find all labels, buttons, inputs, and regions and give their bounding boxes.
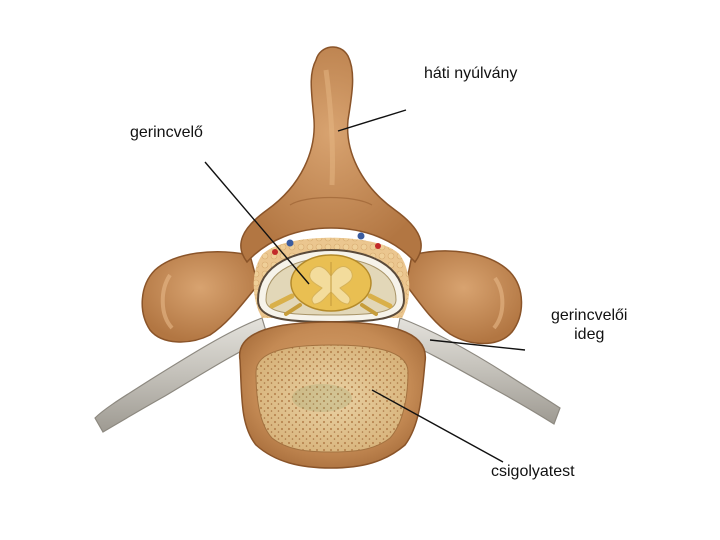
spinal-nerve-left: [94, 317, 269, 433]
spinal-cord: [290, 254, 372, 312]
leader-line-nerve: [429, 339, 526, 351]
label-spinal-nerve: gerincvelői ideg: [551, 306, 627, 344]
leader-line-cord: [204, 161, 310, 285]
label-spinal-nerve-line1: gerincvelői: [551, 307, 628, 324]
spinous-process: [240, 46, 422, 264]
label-spinous-process: háti nyúlvány: [424, 65, 518, 82]
label-vertebral-body: csigolyatest: [491, 463, 575, 480]
spinal-nerve-right: [395, 317, 561, 425]
vertebral-body: [239, 321, 426, 469]
label-spinal-cord: gerincvelő: [130, 124, 203, 141]
label-spinal-nerve-line2: ideg: [574, 326, 605, 343]
leader-line-body: [371, 389, 504, 463]
transverse-process-left: [141, 251, 259, 343]
leader-line-spinous: [337, 109, 407, 132]
transverse-process-right: [405, 250, 523, 345]
leader-lines: [204, 109, 526, 463]
